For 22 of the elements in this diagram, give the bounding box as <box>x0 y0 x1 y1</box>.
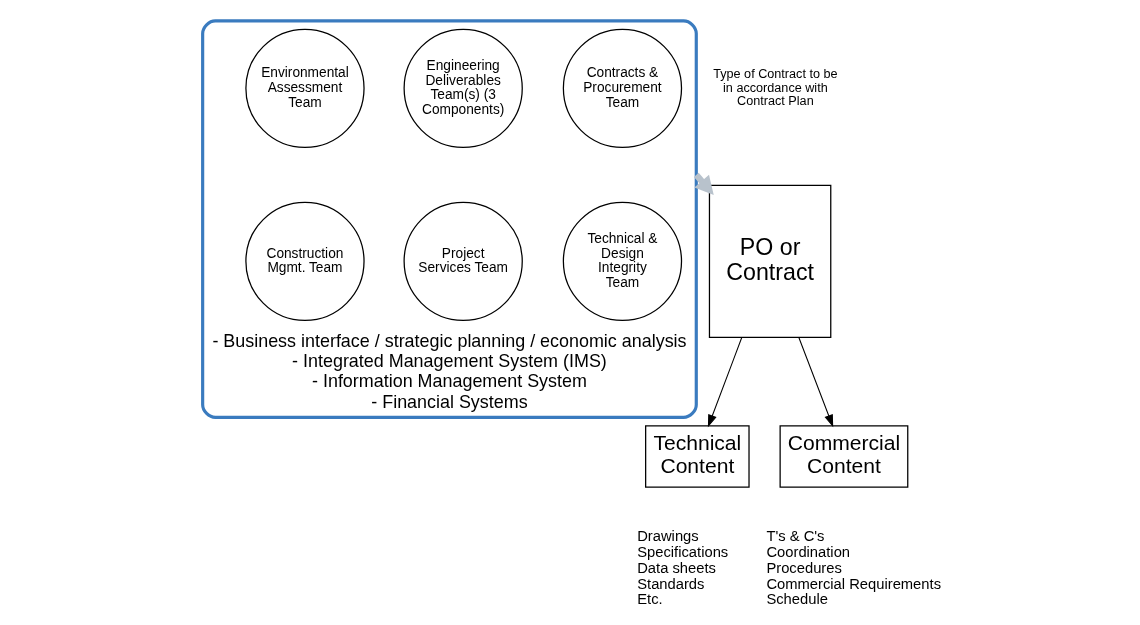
node-circle: Environmental Assessment Team <box>244 28 365 149</box>
node-box: Commercial Content <box>779 425 908 488</box>
node-circle: Contracts & Procurement Team <box>562 28 682 149</box>
node-label: Schedule <box>765 591 828 608</box>
node-label: Data sheets <box>636 559 716 576</box>
node-label: Commercial Requirements <box>765 575 941 592</box>
arrow <box>797 336 833 428</box>
node-circle: Construction Mgmt. Team <box>244 201 365 322</box>
arrow <box>707 336 742 428</box>
node-label: Drawings <box>636 528 699 545</box>
node-box: PO or Contract <box>708 184 831 338</box>
node-circle: Project Services Team <box>402 201 523 322</box>
node-label: Procedures <box>765 559 842 576</box>
node-label: Specifications <box>636 543 728 560</box>
node-box: Technical Content <box>644 425 750 488</box>
node-circle: Engineering Deliverables Team(s) (3 Components) <box>402 28 523 149</box>
node-label: Standards <box>636 575 704 592</box>
node-label: Etc. <box>636 591 663 608</box>
node-label: T's & C's <box>765 528 824 545</box>
label: Type of Contract to be in accordance with Contract Plan <box>712 66 838 109</box>
node-label: Coordination <box>765 543 850 560</box>
node-circle: Technical & Design Integrity Team <box>562 201 682 322</box>
